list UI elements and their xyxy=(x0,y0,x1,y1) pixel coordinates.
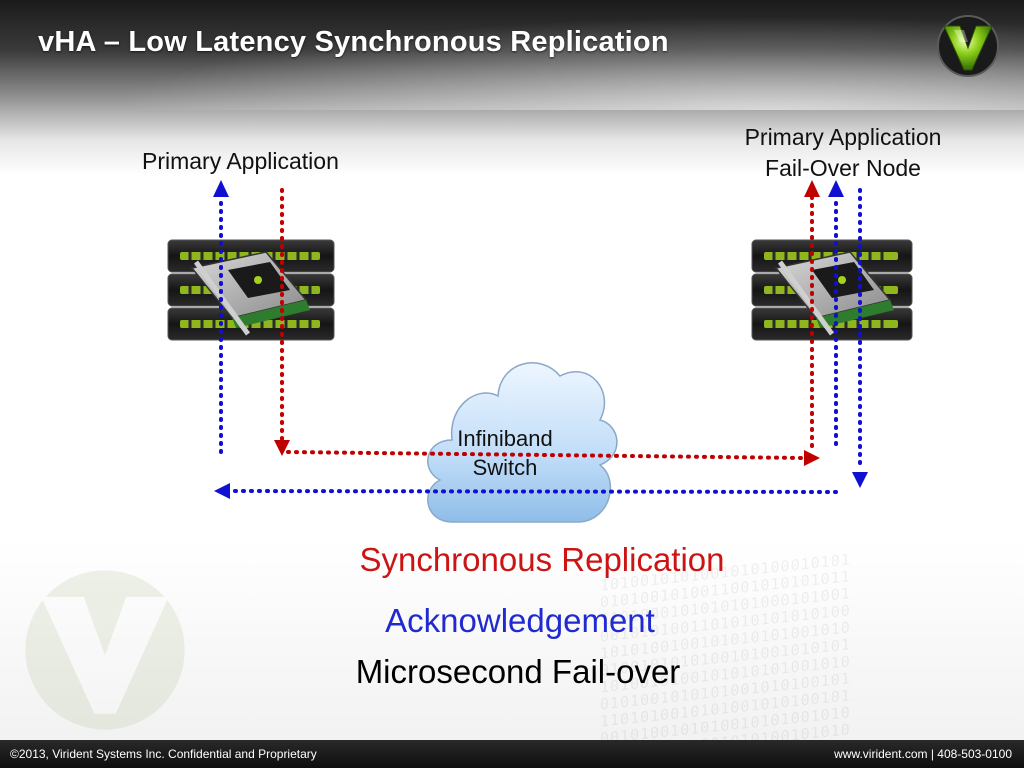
slide-title: vHA – Low Latency Synchronous Replicatio… xyxy=(38,26,669,58)
failover-label-line1: Primary Application xyxy=(744,124,942,150)
footer-contact: www.virident.com | 408-503-0100 xyxy=(834,747,1012,761)
primary-server-icon xyxy=(167,239,335,341)
footer-copyright: ©2013, Virident Systems Inc. Confidentia… xyxy=(10,747,317,761)
title-bar xyxy=(0,0,1024,110)
replication-arrow-horizontal xyxy=(286,450,806,460)
infiniband-switch-cloud-icon xyxy=(427,362,618,523)
switch-label-line1: Infiniband xyxy=(457,426,553,451)
synchronous-replication-caption: Synchronous Replication xyxy=(359,541,725,578)
failover-node-label: Primary Application Fail-Over Node xyxy=(708,122,978,184)
microsecond-failover-caption: Microsecond Fail-over xyxy=(355,653,681,690)
primary-application-label: Primary Application xyxy=(142,148,339,174)
watermark-logo-icon xyxy=(25,570,185,730)
ack-arrow-horizontal xyxy=(230,489,838,494)
switch-label-line2: Switch xyxy=(472,455,538,480)
arrowheads xyxy=(213,180,868,499)
footer-bar: ©2013, Virident Systems Inc. Confidentia… xyxy=(0,740,1024,768)
failover-label-line2: Fail-Over Node xyxy=(765,155,921,181)
failover-server-icon xyxy=(751,239,913,341)
infiniband-switch-label: Infiniband Switch xyxy=(430,424,580,482)
virident-v-logo-icon xyxy=(937,15,999,77)
acknowledgement-caption: Acknowledgement xyxy=(385,602,655,639)
